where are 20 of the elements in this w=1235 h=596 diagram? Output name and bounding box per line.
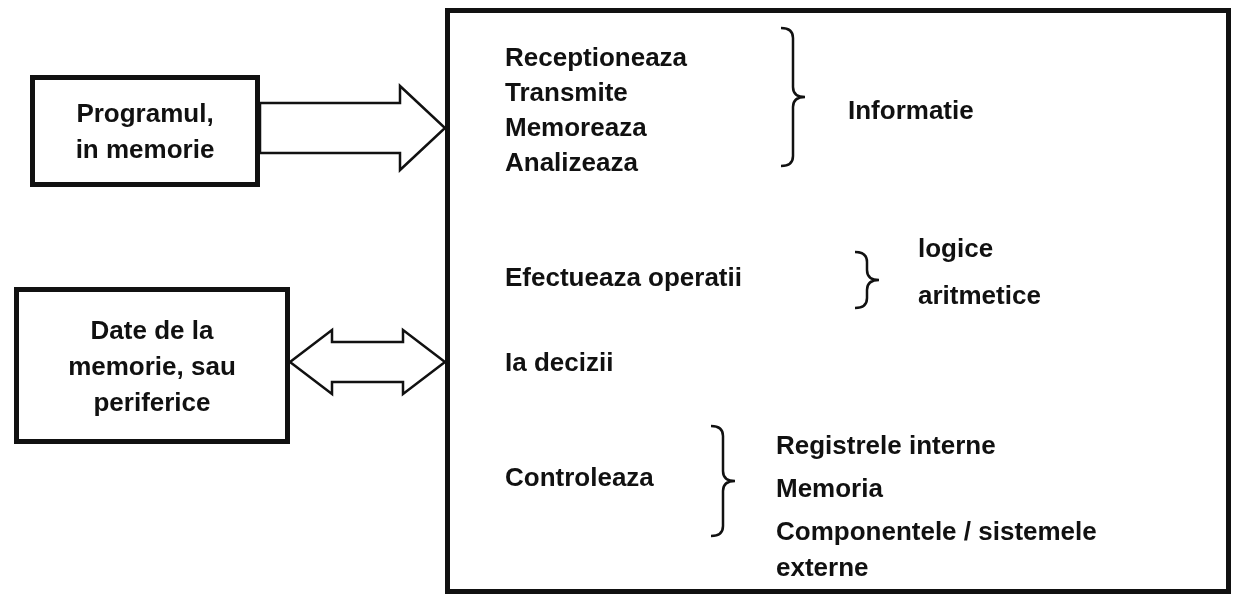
box-label: Programul, in memorie	[74, 97, 216, 166]
processor-box	[445, 8, 1231, 594]
double-block-arrow	[287, 327, 448, 397]
function-label: aritmetice	[918, 279, 1041, 312]
function-label: Analizeaza	[505, 146, 638, 179]
function-label: Efectueaza operatii	[505, 261, 742, 294]
function-label: Memoria	[776, 472, 883, 505]
function-label: Transmite	[505, 76, 628, 109]
input-box	[30, 75, 260, 187]
function-label: Ia decizii	[505, 346, 614, 379]
function-label: logice	[918, 232, 994, 265]
function-label: Controleaza	[505, 461, 654, 494]
function-label: Informatie	[848, 94, 974, 127]
box-label: Date de la memorie, sau periferice	[67, 313, 237, 419]
function-label: Componentele / sistemele externe	[776, 515, 1098, 584]
input-box	[14, 287, 290, 444]
function-label: Registrele interne	[776, 429, 996, 462]
function-label: Memoreaza	[505, 111, 647, 144]
block-arrow	[258, 83, 447, 173]
function-label: Receptioneaza	[505, 41, 688, 74]
